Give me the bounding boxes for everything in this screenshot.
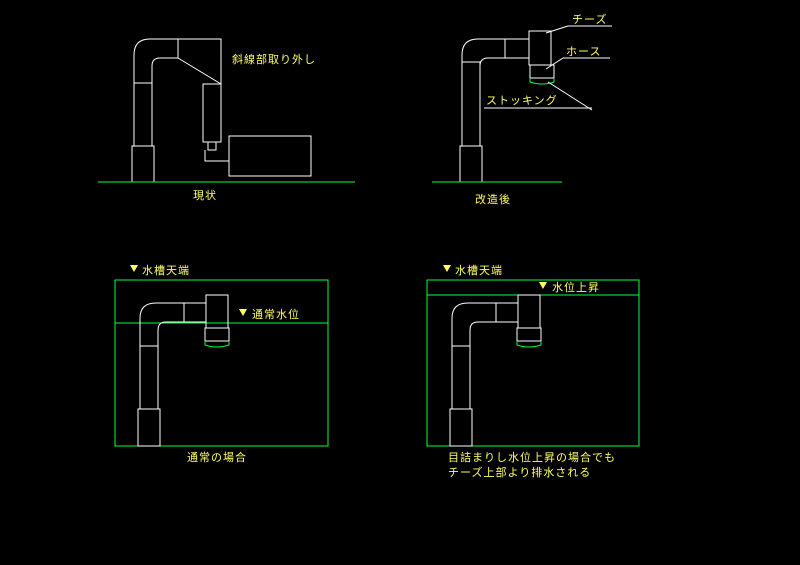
modified-diagram: チーズ ホース ストッキング 改造後 xyxy=(432,12,612,206)
stocking-label: ストッキング xyxy=(486,93,558,107)
vertical-pipe xyxy=(137,345,161,447)
vertical-pipe xyxy=(131,82,155,183)
clog-note-line-2: チーズ上部より排水される xyxy=(448,465,591,479)
clog-note-line-1: 目詰まりし水位上昇の場合でも xyxy=(448,450,616,464)
pipe-elbow xyxy=(451,302,497,346)
vertical-pipe xyxy=(459,61,483,183)
hose-label: ホース xyxy=(566,45,601,58)
water-tank xyxy=(114,279,329,447)
remove-hatch-label: 斜線部取り外し xyxy=(232,52,316,66)
hose-with-stocking xyxy=(516,327,542,348)
leader-lines xyxy=(484,25,612,111)
normal-level-label: 通常水位 xyxy=(252,307,300,321)
hatched-removal-section xyxy=(177,38,312,177)
current-state-caption: 現状 xyxy=(193,188,217,202)
after-modification-caption: 改造後 xyxy=(475,192,511,206)
water-tank xyxy=(426,279,640,447)
clogged-case-diagram: 水槽天端 水位上昇 目詰まりし水位上昇の場合でも チーズ上部より排水される xyxy=(426,264,640,479)
current-state-diagram: 斜線部取り外し 現状 xyxy=(98,38,355,202)
normal-case-caption: 通常の場合 xyxy=(187,450,247,464)
pipe-elbow xyxy=(133,38,179,83)
level-rise-marker-icon xyxy=(539,282,547,289)
pipe-elbow xyxy=(139,302,185,346)
level-rise-label: 水位上昇 xyxy=(552,280,600,294)
vertical-pipe xyxy=(449,345,473,447)
tank-top-label: 水槽天端 xyxy=(142,264,190,277)
tank-top-label: 水槽天端 xyxy=(455,264,503,277)
hose-with-stocking xyxy=(529,64,555,85)
normal-level-marker-icon xyxy=(239,309,247,316)
hose-with-stocking xyxy=(204,327,230,348)
normal-case-diagram: 水槽天端 通常水位 通常の場合 xyxy=(114,264,329,464)
tank-top-marker-icon xyxy=(443,265,451,272)
tee-fitting xyxy=(495,294,541,329)
tee-fitting xyxy=(504,30,552,66)
tank-top-marker-icon xyxy=(130,265,138,272)
tee-label: チーズ xyxy=(572,12,607,26)
